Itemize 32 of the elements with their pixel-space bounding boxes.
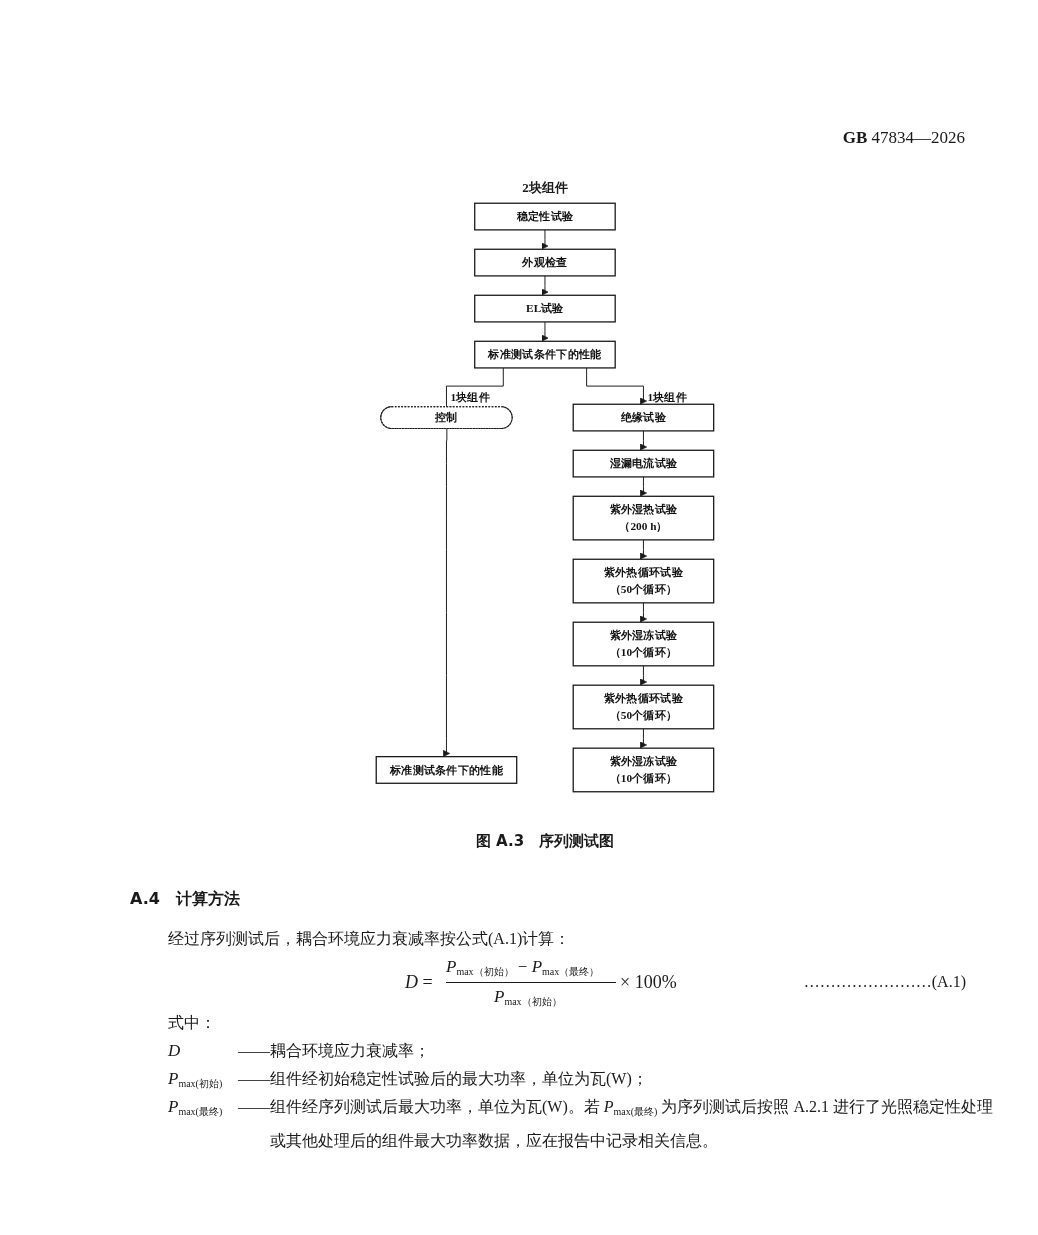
process-box: 紫外热循环试验 （50个循环） [572,558,715,604]
symbol-label: P$_{max(最终)}$ [168,1097,223,1118]
process-box: EL试验 [474,294,616,323]
edge-label: 1块组件 [450,388,491,406]
equation-number: ……………………(A.1) [803,972,966,992]
process-box: 外观检查 [474,248,616,277]
process-box: 标准测试条件下的性能 [474,340,616,369]
process-box: 紫外湿冻试验 （10个循环） [572,621,715,667]
process-box: 绝缘试验 [572,403,715,432]
process-box: 湿漏电流试验 [572,449,715,478]
connector-line [446,367,504,408]
dotted-rounded-box: 控制 [380,406,513,429]
body-text: 经过序列测试后，耦合环境应力衰减率按公式(A.1)计算： [168,929,571,949]
process-box: 标准测试条件下的性能 [375,756,518,784]
node-caption: 2块组件 [522,179,568,198]
process-box: 紫外热循环试验 （50个循环） [572,684,715,730]
figure-caption: 图 A.3 序列测试图 [475,832,615,850]
symbol-definition: ——组件经序列测试后最大功率，单位为瓦(W)。若 P$_{max(最终)}$ 为序列测试后按照 A.2.1 进行了光照稳定性处理或其他处理后的组件最大功率数据，应在报告中记录相关信息。 [238,1097,994,1151]
process-box: 紫外湿热试验 （200 h） [572,495,715,541]
body-text: 式中： [168,1013,216,1033]
symbol-label: P$_{max(初始)}$ [168,1069,223,1090]
formula-numerator: P$_{max（初始）}$ − P$_{max（最终）}$ [446,957,600,978]
symbol-label: D [168,1041,181,1062]
process-box: 稳定性试验 [474,202,616,231]
symbol-definition: ——组件经初始稳定性试验后的最大功率，单位为瓦(W)； [238,1069,648,1089]
symbol-definition: ——耦合环境应力衰减率； [238,1041,430,1061]
process-box: 紫外湿冻试验 （10个循环） [572,747,715,793]
formula-text: D = [405,972,433,994]
standard-number: GB 47834—2026 [842,128,965,149]
formula-text: × 100% [620,972,677,994]
formula-denominator: P$_{max（初始）}$ [494,987,562,1008]
section-heading: A.4 计算方法 [130,889,240,909]
